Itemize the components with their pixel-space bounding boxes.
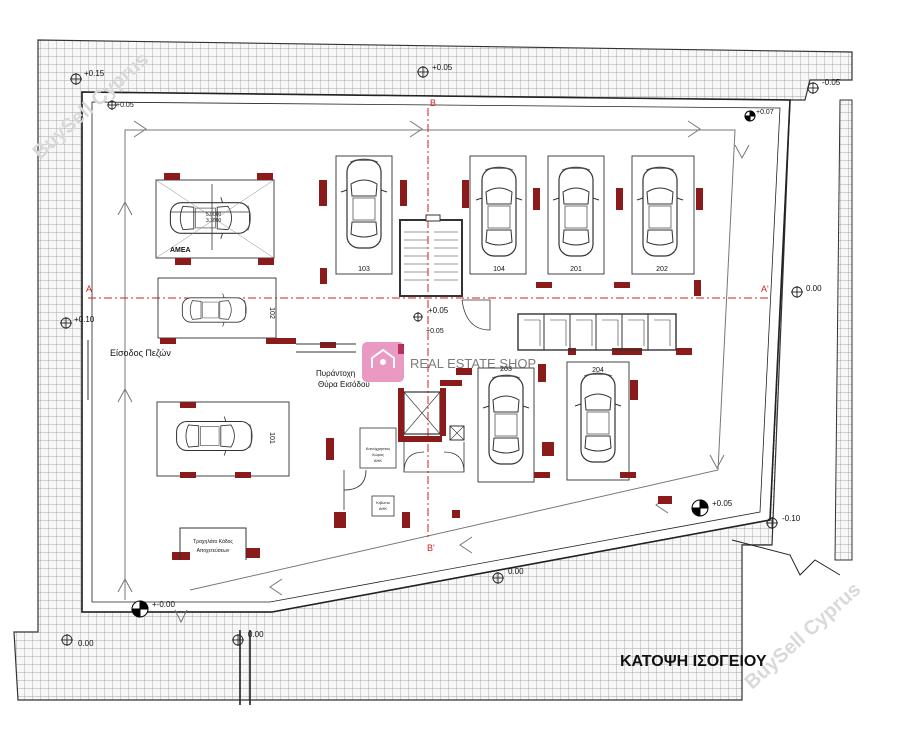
svg-text:+0.15: +0.15 <box>84 69 105 78</box>
svg-text:104: 104 <box>493 266 505 273</box>
storage-row <box>517 313 677 351</box>
parking-bays <box>155 155 695 483</box>
annotations: ΑΜΕΑ 5.0000 3.3000 Είσοδος Πεζών Πυράντο… <box>110 212 767 670</box>
drawing-title: ΚΑΤΟΨΗ ΙΣΟΓΕΙΟΥ <box>620 653 767 670</box>
svg-text:+0.05: +0.05 <box>428 306 449 315</box>
real-estate-logo <box>362 342 404 382</box>
svg-text:ΑΗΚ: ΑΗΚ <box>379 506 388 511</box>
sewer-label-1: Τραχηλάτο Κάδος <box>193 538 233 545</box>
lobby-doors <box>343 427 465 517</box>
svg-text:+0.10: +0.10 <box>74 315 95 324</box>
svg-text:-0.10: -0.10 <box>782 514 801 523</box>
level-markers <box>60 66 819 646</box>
space-numbers: 103 104 201 202 102 101 203 204 <box>268 266 668 444</box>
svg-text:201: 201 <box>570 266 582 273</box>
svg-text:-0.05: -0.05 <box>822 78 841 87</box>
dim-width: 5.0000 <box>206 212 222 218</box>
amea-dimensions <box>155 179 275 259</box>
svg-text:A: A <box>86 284 92 294</box>
level-labels: +0.15 +0.05 +0.05 -0.05 +0.07 0.00 +0.10… <box>74 63 841 648</box>
watermark-bottom-right: BuySell Cyprus <box>741 578 866 693</box>
section-markers: A A' B B' <box>86 98 769 553</box>
svg-text:B: B <box>430 98 436 108</box>
fire-door-line1: Πυράντοχη <box>316 369 355 378</box>
svg-text:203: 203 <box>500 366 512 373</box>
pedestrian-entrance: Είσοδος Πεζών <box>110 348 171 358</box>
svg-text:103: 103 <box>358 266 370 273</box>
columns <box>160 173 703 560</box>
sewer-box <box>179 527 247 560</box>
watermark-real-estate: REAL ESTATE SHOP <box>410 356 536 371</box>
pedestrian-walkway <box>81 340 356 400</box>
svg-text:A': A' <box>761 284 769 294</box>
svg-text:+0.05: +0.05 <box>432 63 453 72</box>
svg-text:Χώρος: Χώρος <box>372 452 384 457</box>
svg-text:202: 202 <box>656 266 668 273</box>
fire-door-line2: Θύρα Εισόδου <box>318 380 370 389</box>
drive-circulation <box>117 120 750 624</box>
svg-text:Κοινόχρηστος: Κοινόχρηστος <box>366 446 391 451</box>
svg-text:+0.07: +0.07 <box>756 109 774 116</box>
svg-text:0.00: 0.00 <box>78 639 94 648</box>
svg-text:204: 204 <box>592 367 604 374</box>
svg-text:Κιβώτιο: Κιβώτιο <box>376 500 390 505</box>
dim-height: 3.3000 <box>206 218 222 224</box>
svg-text:0.00: 0.00 <box>248 630 264 639</box>
sewer-label-2: Αποχετεύσεων <box>197 547 230 554</box>
amea-label: ΑΜΕΑ <box>170 247 191 254</box>
svg-text:0.00: 0.00 <box>806 284 822 293</box>
svg-text:101: 101 <box>268 432 275 444</box>
svg-text:ΑΗΚ: ΑΗΚ <box>374 458 383 463</box>
svg-text:+-0.00: +-0.00 <box>152 600 175 609</box>
svg-text:+0.05: +0.05 <box>712 499 733 508</box>
svg-text:+0.05: +0.05 <box>426 328 444 335</box>
svg-text:0.00: 0.00 <box>508 567 524 576</box>
svg-text:+0.05: +0.05 <box>116 102 134 109</box>
svg-text:102: 102 <box>268 307 275 319</box>
svg-text:B': B' <box>427 543 435 553</box>
level-markers-filled <box>131 110 756 618</box>
site-boundary <box>81 91 841 705</box>
